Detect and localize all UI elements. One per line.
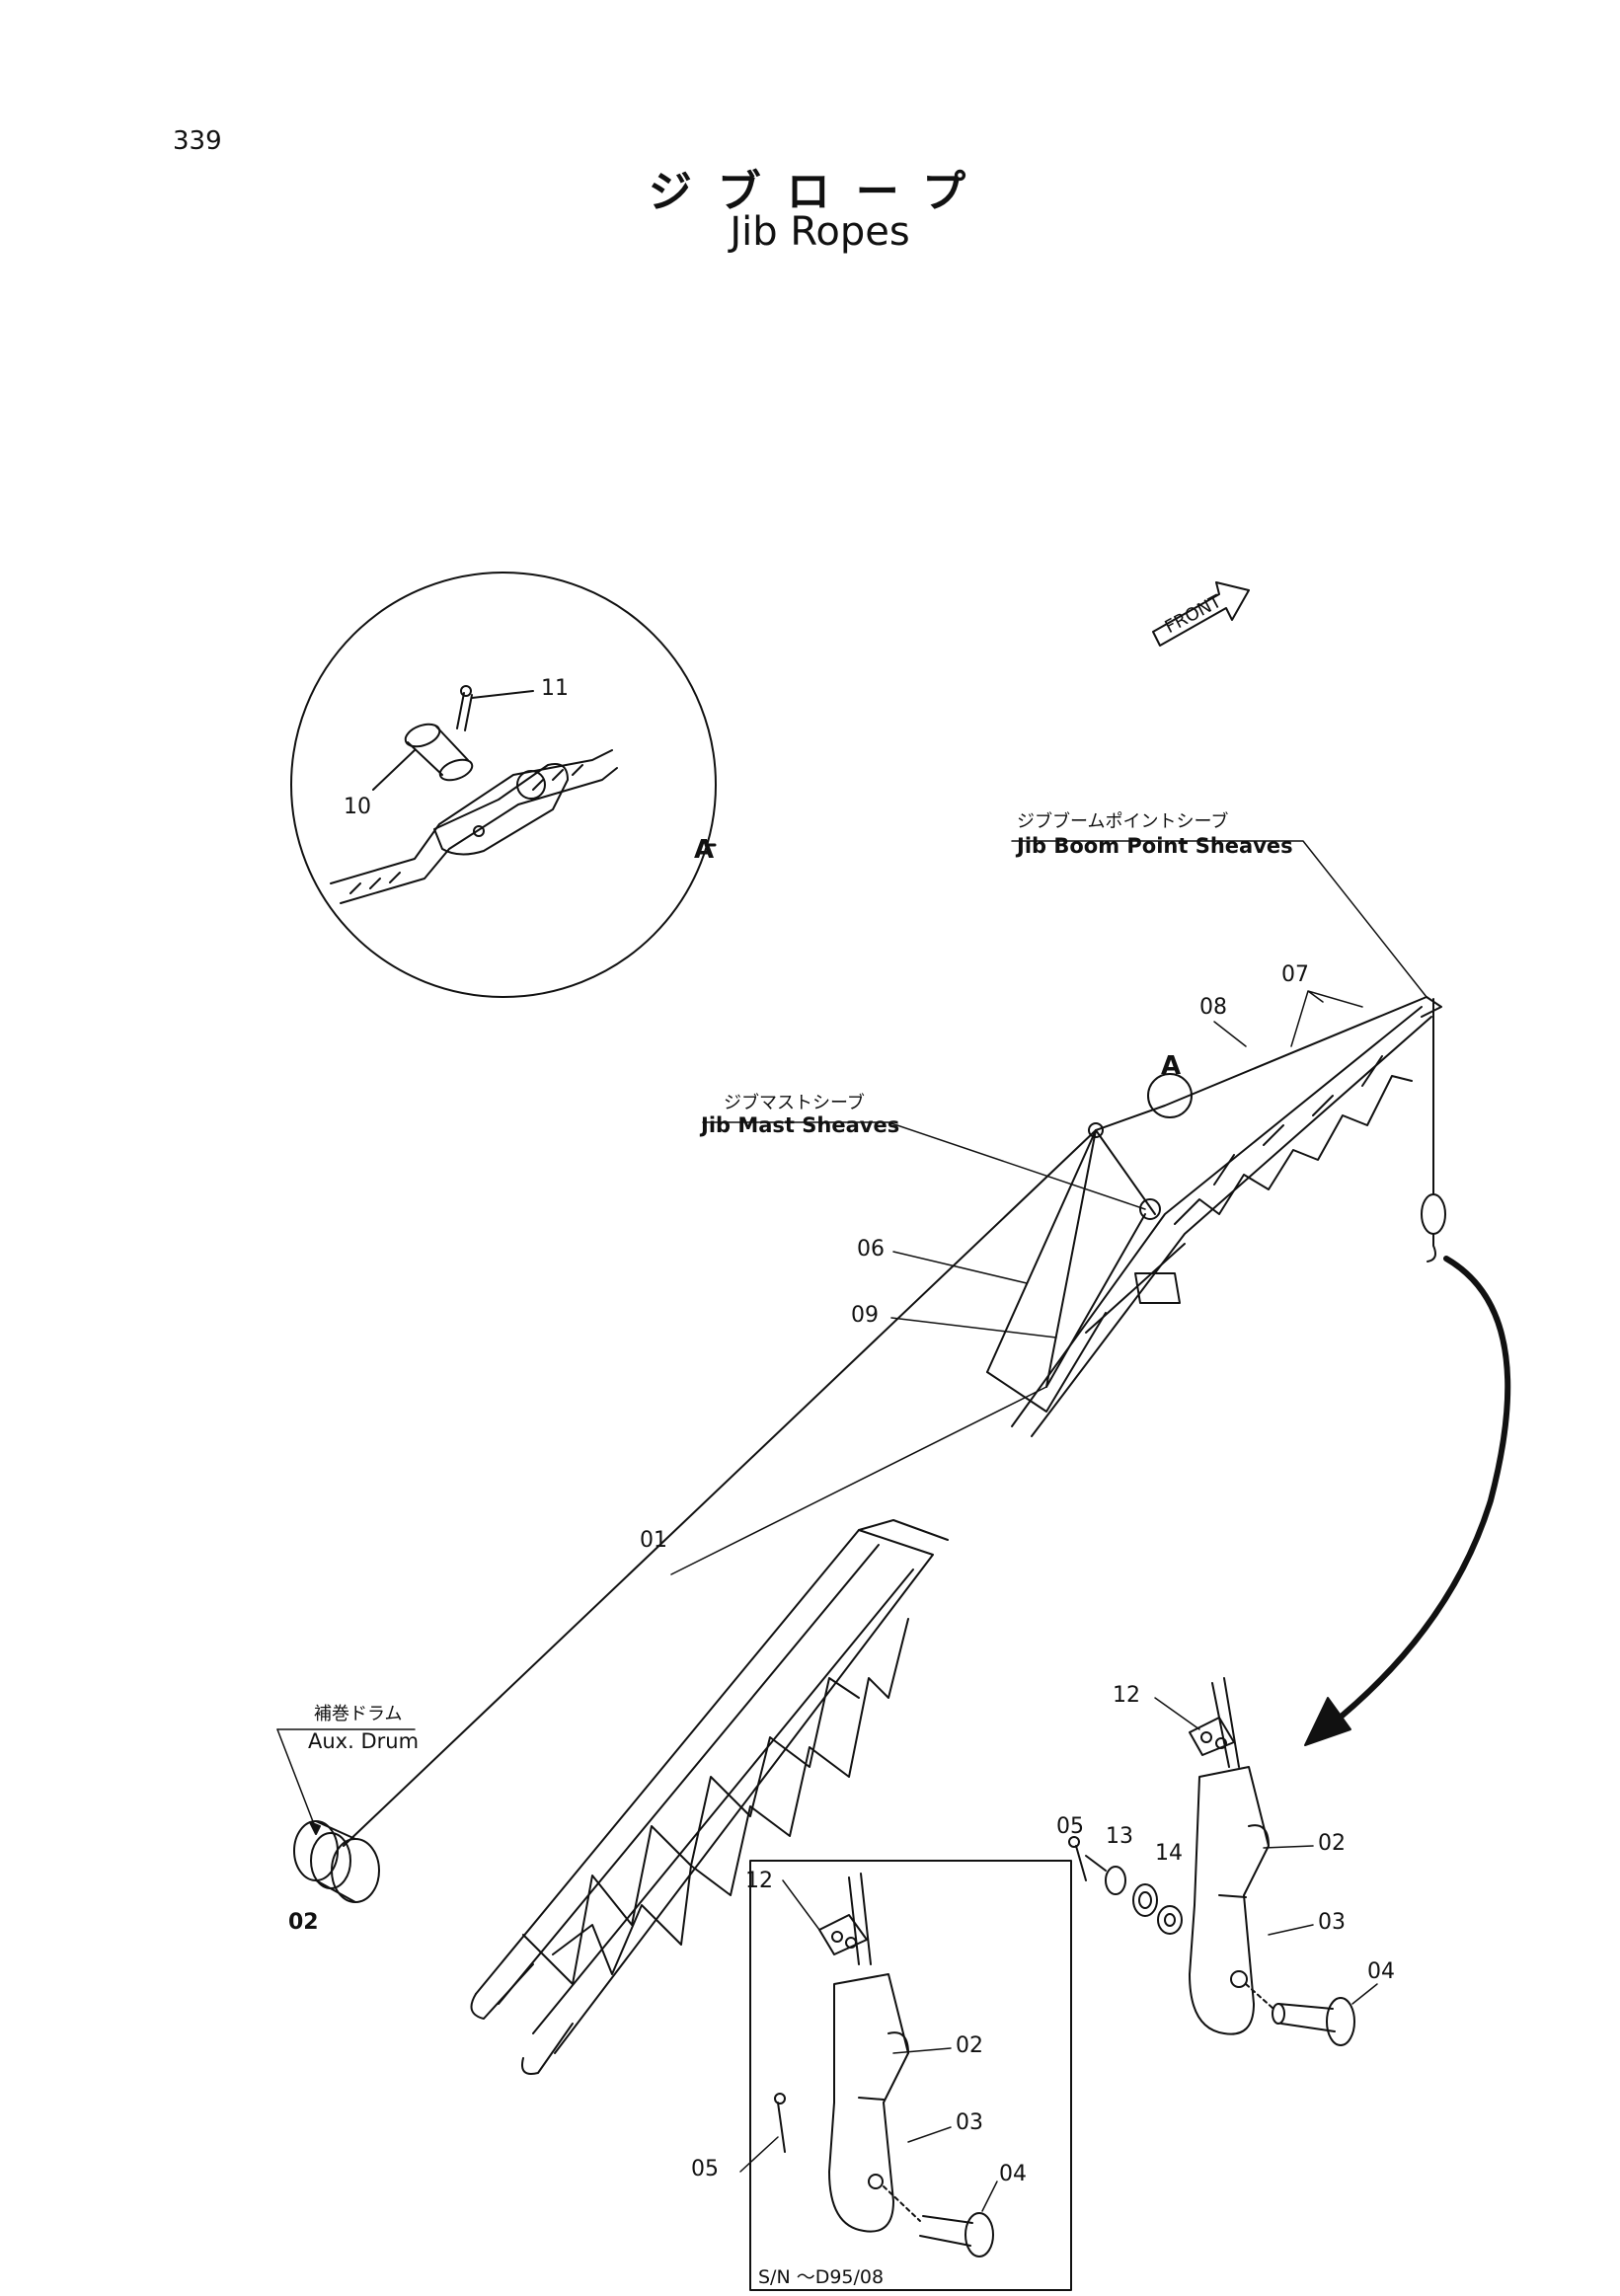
right-callout-12: 12 [1113, 1683, 1140, 1708]
inset-callout-02: 02 [956, 2033, 983, 2058]
right-callout-03: 03 [1318, 1910, 1346, 1935]
detail-a-label: A [694, 835, 715, 865]
boom-lower-section [472, 1520, 949, 2074]
jib-circle-a-label: A [1161, 1051, 1182, 1081]
detail-arrow-icon [1328, 1259, 1507, 1727]
callout-06: 06 [857, 1237, 885, 1262]
jib-point-sheaves-jp: ジブブームポイントシーブ [1017, 811, 1229, 832]
jib-mast-sheaves-label: Jib Mast Sheaves [701, 1113, 900, 1137]
right-callout-02: 02 [1318, 1831, 1346, 1856]
jib-point-sheaves-label: Jib Boom Point Sheaves [1017, 834, 1293, 858]
inset-callout-05: 05 [691, 2157, 719, 2181]
inset-frame [750, 1861, 1071, 2290]
jib-mast-sheaves-jp: ジブマストシーブ [724, 1093, 865, 1113]
page-title-japanese: ジブロープ [648, 167, 992, 217]
front-arrow-icon [1153, 582, 1249, 646]
page-title: Jib Ropes [730, 209, 910, 255]
detail-circle-a [291, 573, 716, 997]
callout-11: 11 [541, 676, 569, 701]
callout-08: 08 [1199, 995, 1227, 1020]
aux-drum-label: Aux. Drum [308, 1729, 420, 1753]
callout-02: 02 [288, 1910, 319, 1935]
right-callout-14: 14 [1155, 1841, 1183, 1866]
right-callout-04: 04 [1367, 1959, 1395, 1984]
callout-07: 07 [1281, 962, 1309, 987]
page-number: 339 [173, 126, 222, 156]
inset-callout-04: 04 [999, 2162, 1027, 2186]
right-callout-05: 05 [1056, 1814, 1084, 1839]
right-callout-13: 13 [1106, 1824, 1133, 1849]
inset-callout-03: 03 [956, 2110, 983, 2135]
jib-upper-section [344, 997, 1445, 1846]
socket-detail-inset [775, 1874, 993, 2257]
callout-09: 09 [851, 1303, 879, 1328]
socket-detail-right [1069, 1678, 1354, 2045]
serial-number-note: S/N ～D95/08 [758, 2266, 885, 2288]
aux-drum-jp: 補巻ドラム [314, 1704, 403, 1724]
inset-callout-12: 12 [745, 1869, 773, 1893]
callout-01: 01 [640, 1528, 667, 1553]
callout-10: 10 [344, 795, 371, 819]
aux-drum-icon [294, 1821, 379, 1902]
